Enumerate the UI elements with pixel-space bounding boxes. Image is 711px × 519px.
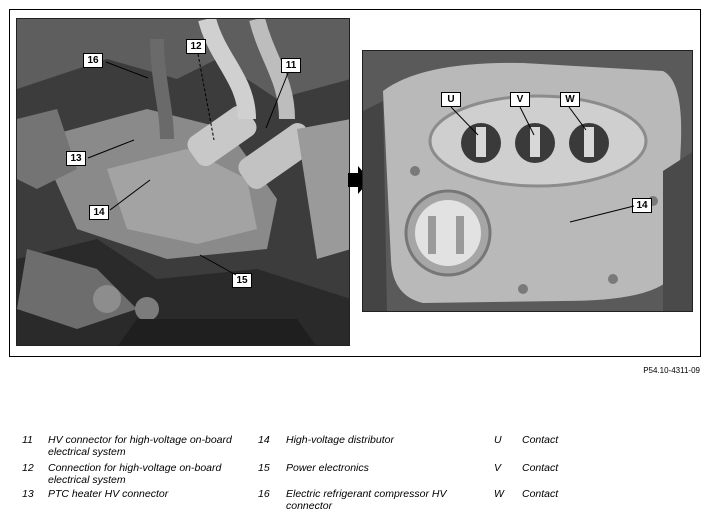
legend-text: High-voltage distributor: [286, 434, 394, 446]
callout-15: 15: [232, 273, 252, 288]
legend-text: Contact: [522, 462, 559, 474]
figure-id: P54.10-4311-09: [643, 366, 700, 375]
legend-text: Contact: [522, 434, 559, 446]
callout-v: V: [510, 92, 530, 107]
callout-12: 12: [186, 39, 206, 54]
legend-key: 12: [22, 462, 34, 474]
callout-w: W: [560, 92, 580, 107]
legend-key: U: [494, 434, 502, 446]
callout-leader-lines: [87, 53, 289, 276]
engine-bay-photo: [16, 18, 350, 346]
legend-text: Contact: [522, 488, 559, 500]
legend-text: HV connector for high-voltage on-board e…: [48, 434, 232, 458]
detail-leader-lines: [450, 106, 635, 223]
arrow-right-icon: [348, 166, 370, 194]
legend-key: 13: [22, 488, 34, 500]
callout-11: 11: [281, 58, 301, 73]
legend-key: W: [494, 488, 504, 500]
callout-14-right: 14: [632, 198, 652, 213]
legend-text: PTC heater HV connector: [48, 488, 169, 500]
callout-13: 13: [66, 151, 86, 166]
legend-text: Connection for high-voltage on-board ele…: [48, 462, 222, 486]
legend-text: Power electronics: [286, 462, 369, 474]
legend-key: V: [494, 462, 502, 474]
legend-key: 16: [258, 488, 270, 500]
legend-key: 15: [258, 462, 270, 474]
legend-key: 11: [22, 434, 33, 446]
legend-key: 14: [258, 434, 270, 446]
callout-16: 16: [83, 53, 103, 68]
callout-14-left: 14: [89, 205, 109, 220]
callout-u: U: [441, 92, 461, 107]
legend-text: Electric refrigerant compressor HV conne…: [286, 488, 447, 512]
